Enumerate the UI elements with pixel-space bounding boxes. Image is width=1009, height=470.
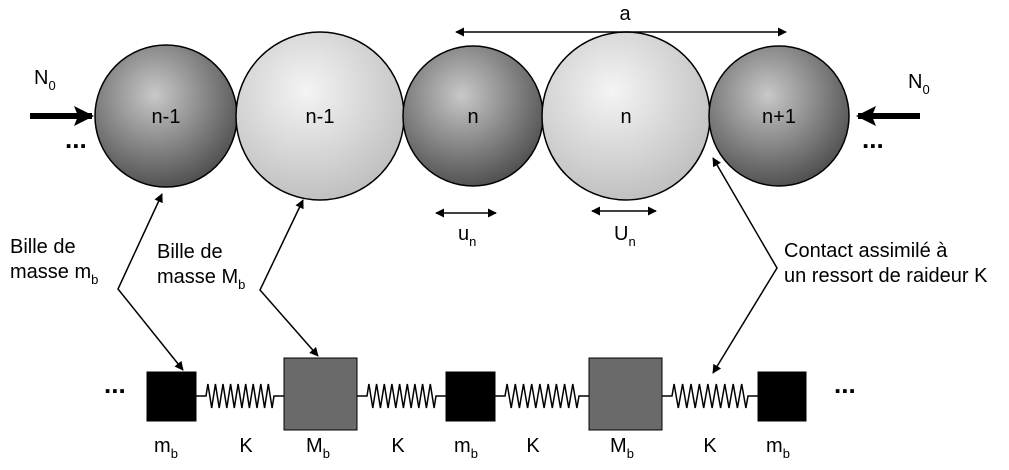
spring-label: K <box>703 435 717 457</box>
mass-block <box>445 371 496 422</box>
annotation-line-2: un ressort de raideur K <box>784 265 988 287</box>
mass-spring-chain: ... ... K K K K mb Mb mb <box>104 357 856 461</box>
displacement-label: un <box>458 223 476 249</box>
mass-small-2: mb <box>445 371 496 461</box>
mass-block <box>588 357 663 431</box>
bead-large-1: n-1 <box>235 31 405 201</box>
mass-label: mb <box>454 435 478 461</box>
force-left-label: N0 <box>34 67 56 93</box>
force-right-label: N0 <box>908 71 930 97</box>
ellipsis-left: ... <box>65 124 87 154</box>
annotation-line-1: Bille de <box>157 241 223 263</box>
force-right: N0 ... <box>856 71 930 154</box>
mass-label: Mb <box>306 435 330 461</box>
beads-row: n-1 n-1 n n n+1 <box>94 31 850 201</box>
spring-label: K <box>391 435 405 457</box>
spring-4: K <box>662 383 758 457</box>
pointer-small-bead <box>117 193 184 371</box>
spacing-indicator: a <box>455 3 787 37</box>
displacement-label: Un <box>614 223 636 249</box>
bead-large-2: n <box>541 31 711 201</box>
annotation-line-2: masse mb <box>10 261 98 287</box>
spring-coil <box>662 383 758 409</box>
mass-label: Mb <box>610 435 634 461</box>
mass-large-1: Mb <box>283 357 358 461</box>
ellipsis-chain-left: ... <box>104 369 126 399</box>
bead-label: n+1 <box>762 106 796 128</box>
displacement-small: un <box>435 208 497 249</box>
spring-label: K <box>526 435 540 457</box>
spring-1: K <box>196 383 284 457</box>
pointer-contact <box>712 157 778 374</box>
annotation-line-2: masse Mb <box>157 266 245 292</box>
pointer-large-bead <box>259 199 319 357</box>
mass-large-2: Mb <box>588 357 663 461</box>
annotation-contact: Contact assimilé à un ressort de raideur… <box>784 240 988 287</box>
mass-block <box>757 371 807 422</box>
annotation-large-bead: Bille de masse Mb <box>157 241 245 292</box>
spring-coil <box>357 383 446 409</box>
bead-small-1: n-1 <box>94 44 238 188</box>
pointer-lines <box>117 157 778 374</box>
spring-2: K <box>357 383 446 457</box>
bead-label: n-1 <box>306 106 335 128</box>
annotation-line-1: Contact assimilé à <box>784 240 948 262</box>
spring-3: K <box>495 383 589 457</box>
force-left: N0 ... <box>30 67 94 154</box>
mass-small-1: mb <box>146 371 197 461</box>
bead-label: n-1 <box>152 106 181 128</box>
spacing-label: a <box>619 3 631 25</box>
ellipsis-chain-right: ... <box>834 369 856 399</box>
bead-label: n <box>620 106 631 128</box>
mass-block <box>283 357 358 431</box>
spring-coil <box>196 383 284 409</box>
mass-label: mb <box>154 435 178 461</box>
annotation-small-bead: Bille de masse mb <box>10 236 98 287</box>
mass-label: mb <box>766 435 790 461</box>
bead-small-3: n+1 <box>708 45 850 187</box>
mass-small-3: mb <box>757 371 807 461</box>
spring-label: K <box>239 435 253 457</box>
mass-block <box>146 371 197 422</box>
bead-small-2: n <box>402 45 544 187</box>
bead-label: n <box>467 106 478 128</box>
displacement-large: Un <box>591 206 657 249</box>
ellipsis-right: ... <box>862 124 884 154</box>
annotation-line-1: Bille de <box>10 236 76 258</box>
spring-coil <box>495 383 589 409</box>
